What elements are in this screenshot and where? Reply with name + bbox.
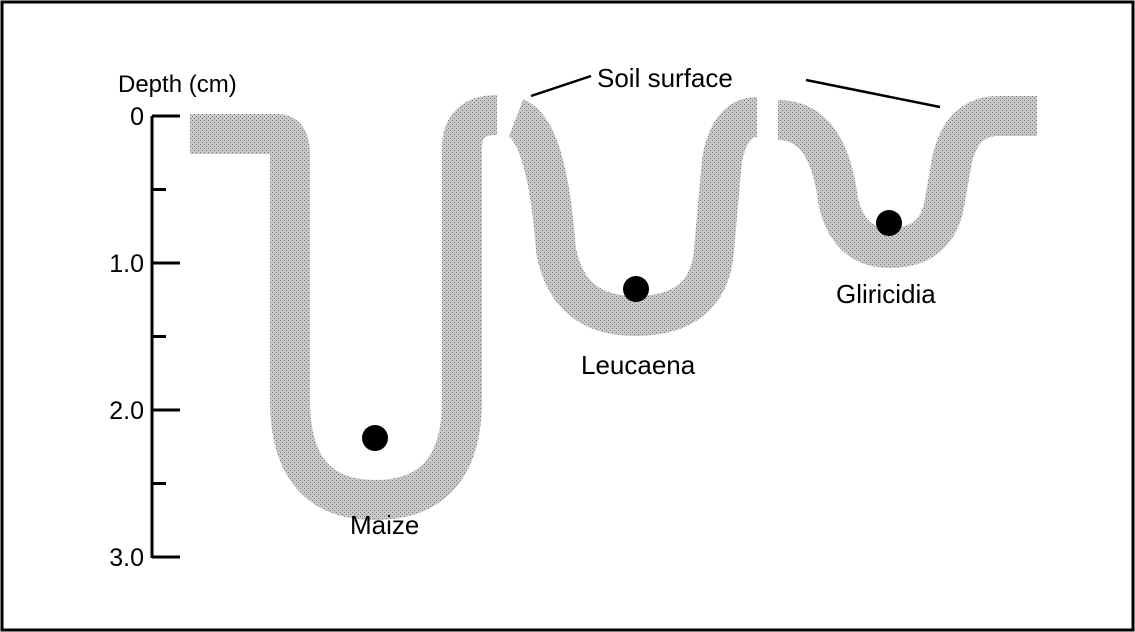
- soil-surface-leader-right: [806, 80, 940, 107]
- soil-band-maize: [190, 115, 497, 500]
- axis-tick-label: 2.0: [109, 397, 144, 425]
- depth-axis: 0 1.0 2.0 3.0: [109, 103, 180, 572]
- seed-maize: [362, 425, 388, 451]
- soil-surface-label: Soil surface: [597, 63, 733, 93]
- axis-tick-label: 1.0: [109, 250, 144, 278]
- axis-tick-label: 3.0: [109, 544, 144, 572]
- soil-surface-leader-left: [531, 76, 591, 96]
- label-gliricidia: Gliricidia: [836, 279, 936, 309]
- axis-title: Depth (cm): [118, 71, 237, 98]
- axis-tick-label: 0: [130, 103, 144, 131]
- seed-leucaena: [623, 276, 649, 302]
- soil-band-gliricidia: [778, 116, 1037, 248]
- seed-gliricidia: [876, 210, 902, 236]
- label-leucaena: Leucaena: [581, 350, 696, 380]
- label-maize: Maize: [350, 510, 419, 540]
